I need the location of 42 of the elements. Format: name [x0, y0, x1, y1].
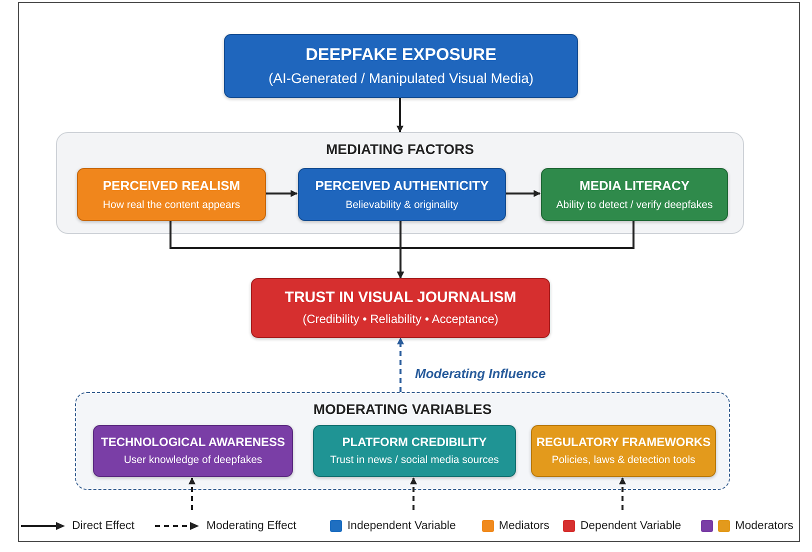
legend-label: Moderating Effect	[206, 520, 296, 532]
arrow	[397, 220, 634, 279]
box-subtitle: Policies, laws & detection tools	[552, 454, 696, 467]
variable-box	[93, 425, 293, 477]
arrow	[619, 477, 626, 510]
box-title: MEDIA LITERACY	[579, 178, 690, 194]
group-title: MEDIATING FACTORS	[326, 141, 474, 158]
box-title: PLATFORM CREDIBILITY	[342, 435, 487, 450]
group-title: MODERATING VARIABLES	[313, 401, 492, 418]
arrow	[396, 98, 404, 133]
group-panel	[56, 132, 744, 234]
legend-label: Independent Variable	[347, 520, 456, 532]
box-subtitle: How real the content appears	[102, 198, 240, 212]
box-subtitle: Ability to detect / verify deepfakes	[556, 198, 713, 212]
variable-box	[77, 168, 266, 221]
box-title: PERCEIVED AUTHENTICITY	[315, 178, 489, 194]
box-subtitle: (Credibility • Reliability • Acceptance)	[302, 312, 498, 327]
arrow	[505, 190, 541, 197]
box-title: TRUST IN VISUAL JOURNALISM	[284, 289, 516, 308]
variable-box	[313, 425, 516, 477]
variable-box	[251, 278, 550, 338]
box-subtitle: Believability & originality	[346, 198, 458, 212]
box-subtitle: (AI-Generated / Manipulated Visual Media)	[268, 70, 534, 88]
arrow	[265, 190, 298, 197]
legend-label: Moderators	[735, 520, 794, 532]
arrow	[410, 477, 417, 510]
box-subtitle: User knowledge of deepfakes	[124, 454, 262, 467]
legend-label: Dependent Variable	[580, 520, 682, 532]
group-panel	[75, 392, 730, 490]
box-subtitle: Trust in news / social media sources	[330, 454, 499, 467]
box-title: DEEPFAKE EXPOSURE	[306, 44, 496, 66]
legend-label: Direct Effect	[72, 520, 134, 532]
variable-box	[298, 168, 506, 221]
variable-box	[531, 425, 716, 477]
arrow	[397, 337, 404, 392]
box-title: PERCEIVED REALISM	[102, 178, 240, 194]
variable-box	[541, 168, 728, 221]
legend-label: Mediators	[498, 520, 550, 532]
box-title: TECHNOLOGICAL AWARENESS	[100, 435, 285, 450]
arrow	[188, 477, 196, 510]
variable-box	[224, 34, 578, 98]
box-title: REGULATORY FRAMEWORKS	[536, 435, 711, 450]
